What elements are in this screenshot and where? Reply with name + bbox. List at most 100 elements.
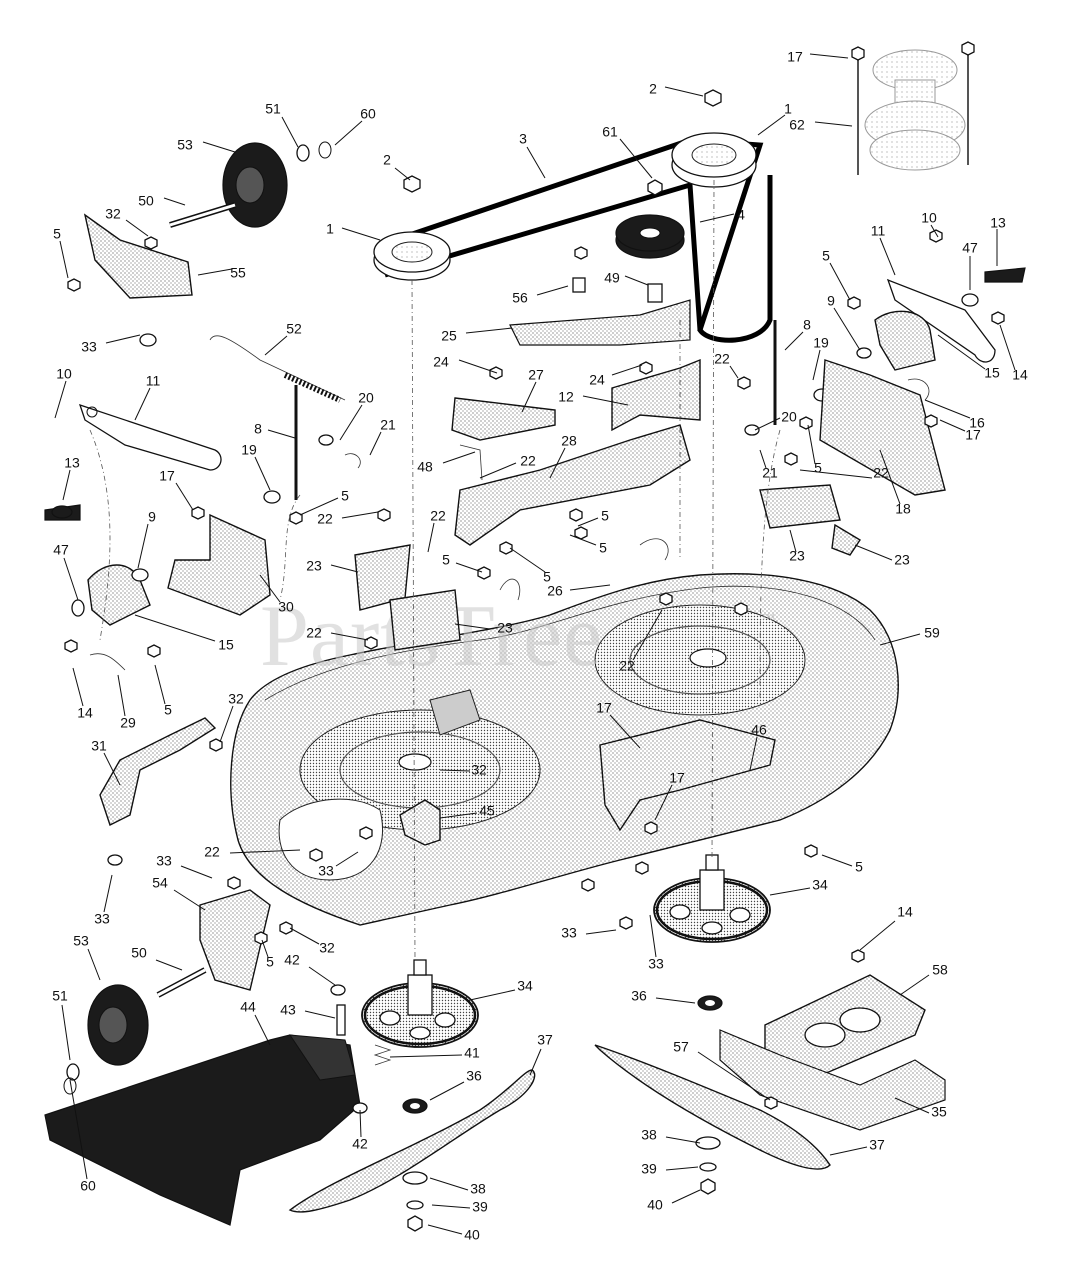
callout-50: 50 <box>131 945 183 971</box>
leader-line <box>809 53 849 59</box>
idler-bracket <box>509 277 691 346</box>
part-number-label: 22 <box>714 351 730 367</box>
leader-line <box>175 482 194 511</box>
callout-26: 26 <box>547 583 611 599</box>
callout-40: 40 <box>427 1224 480 1243</box>
leader-line <box>229 849 301 854</box>
callout-33: 33 <box>561 925 617 941</box>
callout-32: 32 <box>289 927 335 956</box>
blades <box>288 1044 831 1232</box>
assembly-guide-lines <box>89 179 781 961</box>
callout-39: 39 <box>431 1199 488 1215</box>
leader-line <box>304 1010 336 1019</box>
leader-line <box>879 633 921 646</box>
leader-line <box>812 349 821 381</box>
part-number-label: 36 <box>631 988 647 1004</box>
callout-38: 38 <box>429 1177 486 1197</box>
leader-line <box>62 469 71 501</box>
part-number-label: 28 <box>561 433 577 449</box>
leader-line <box>654 784 673 821</box>
leader-line <box>254 456 271 491</box>
part-number-label: 12 <box>558 389 574 405</box>
leader-line <box>582 395 629 406</box>
part-number-label: 14 <box>1012 367 1028 383</box>
callout-59: 59 <box>879 625 940 646</box>
part-number-label: 33 <box>94 911 110 927</box>
part-number-label: 50 <box>131 945 147 961</box>
callout-33: 33 <box>156 853 213 879</box>
leader-line <box>163 197 186 206</box>
leader-line <box>389 1054 463 1058</box>
callout-51: 51 <box>52 988 71 1061</box>
leader-line <box>814 121 853 127</box>
callout-5: 5 <box>509 547 551 585</box>
part-number-label: 48 <box>417 459 433 475</box>
leader-line <box>103 752 121 786</box>
callout-40: 40 <box>647 1189 701 1213</box>
part-number-label: 11 <box>146 373 161 389</box>
callout-46: 46 <box>749 722 767 771</box>
part-number-label: 21 <box>380 417 396 433</box>
leader-line <box>759 449 767 469</box>
leader-line <box>264 335 288 356</box>
callout-11: 11 <box>871 223 896 276</box>
leader-line <box>369 431 382 456</box>
leader-line <box>202 141 236 153</box>
part-number-label: 53 <box>73 933 89 949</box>
callout-17: 17 <box>159 468 194 511</box>
callout-52: 52 <box>264 321 302 356</box>
leader-line <box>267 429 296 439</box>
callout-43: 43 <box>280 1002 336 1019</box>
leader-line <box>924 399 971 419</box>
leader-line <box>833 307 861 351</box>
leader-line <box>308 966 336 986</box>
callout-22: 22 <box>619 609 663 674</box>
callout-13: 13 <box>990 215 1006 266</box>
part-number-label: 27 <box>528 367 544 383</box>
mower-deck-shell <box>230 573 899 926</box>
callout-44: 44 <box>240 999 271 1046</box>
part-number-label: 62 <box>789 117 805 133</box>
part-number-label: 33 <box>648 956 664 972</box>
upper-left-wheel-assembly <box>67 141 332 347</box>
callout-23: 23 <box>306 558 359 574</box>
callout-5: 5 <box>822 248 851 301</box>
part-number-label: 9 <box>827 293 835 309</box>
part-number-label: 13 <box>64 455 80 471</box>
part-number-label: 22 <box>204 844 220 860</box>
leader-line <box>859 920 896 951</box>
callout-61: 61 <box>602 124 653 179</box>
leader-line <box>134 387 151 421</box>
leader-line <box>359 1109 362 1138</box>
part-number-label: 22 <box>619 658 635 674</box>
leader-line <box>937 334 986 370</box>
leader-line <box>665 1136 701 1144</box>
part-number-label: 23 <box>306 558 322 574</box>
callout-17: 17 <box>596 700 641 749</box>
leader-line <box>769 887 811 896</box>
part-number-label: 57 <box>673 1039 689 1055</box>
part-number-label: 19 <box>241 442 257 458</box>
callout-18: 18 <box>879 449 911 517</box>
part-number-label: 5 <box>601 508 609 524</box>
leader-line <box>197 268 233 276</box>
leader-line <box>939 419 966 432</box>
part-number-label: 34 <box>517 978 533 994</box>
leader-line <box>784 331 804 351</box>
part-number-label: 39 <box>472 1199 488 1215</box>
part-number-label: 21 <box>762 465 778 481</box>
leader-line <box>469 989 516 1001</box>
callout-24: 24 <box>433 354 498 374</box>
callout-17: 17 <box>939 419 981 443</box>
callout-16: 16 <box>924 399 985 431</box>
part-number-label: 22 <box>306 625 322 641</box>
callout-20: 20 <box>339 390 374 441</box>
part-number-label: 3 <box>519 131 527 147</box>
part-number-label: 8 <box>803 317 811 333</box>
callout-30: 30 <box>259 574 294 615</box>
callout-37: 37 <box>829 1137 885 1156</box>
callout-5: 5 <box>569 534 607 556</box>
callout-1: 1 <box>326 221 381 241</box>
part-number-label: 5 <box>814 460 822 476</box>
